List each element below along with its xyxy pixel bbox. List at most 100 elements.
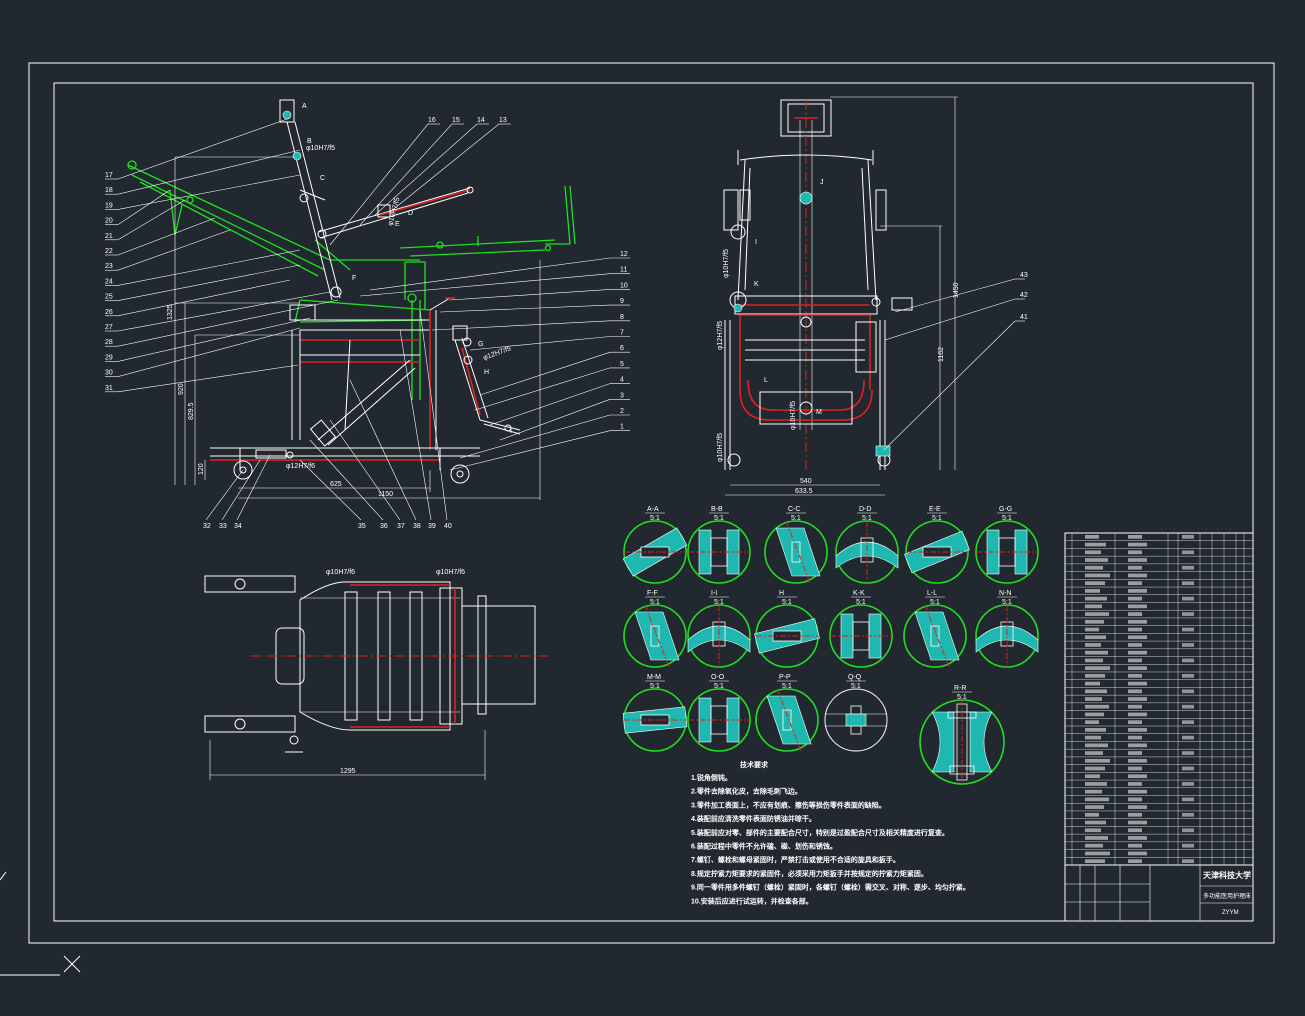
part-label: 30: [105, 370, 113, 377]
part-label: 9: [620, 298, 624, 305]
part-label: 31: [105, 385, 113, 392]
part-label: 41: [1020, 314, 1028, 321]
detail-scale: 5:1: [650, 683, 660, 690]
part-label: 34: [234, 523, 242, 530]
dim-side-height-a: 1325: [167, 304, 174, 320]
fit-annotation: φ10H7/f6: [436, 569, 465, 576]
part-label: 27: [105, 324, 113, 331]
fit-annotation: φ10H7/f5: [306, 145, 335, 152]
top-view: 1295 φ10H7/f6 φ10H7/f6: [204, 569, 548, 780]
detail-scale: 5:1: [714, 683, 724, 690]
ucs-icon: [0, 871, 81, 976]
view-letter: H: [484, 369, 489, 376]
part-label: 1: [620, 424, 624, 431]
detail-name: H: [779, 590, 784, 597]
detail-scale: 5:1: [856, 599, 866, 606]
part-label: 33: [219, 523, 227, 530]
view-letter: A: [302, 103, 307, 110]
detail-e-e: E-E5:1: [904, 506, 970, 584]
view-letter: M: [816, 409, 822, 416]
outer-frame: [28, 62, 1275, 944]
part-label: 18: [105, 187, 113, 194]
detail-name: C-C: [788, 506, 800, 513]
detail-scale: 5:1: [1002, 599, 1012, 606]
part-label: 42: [1020, 292, 1028, 299]
detail-scale: 5:1: [862, 515, 872, 522]
view-letter: C: [320, 175, 325, 182]
detail-scale: 5:1: [957, 694, 967, 701]
detail-c-c: C-C 5:1: [764, 506, 828, 584]
note-line: 6.装配过程中零件不允许磕、碰、划伤和锈蚀。: [691, 842, 837, 851]
detail-name: K-K: [853, 590, 865, 597]
detail-k-k: K-K 5:1: [829, 590, 893, 668]
part-label: 12: [620, 251, 628, 258]
detail-name: D-D: [859, 506, 871, 513]
detail-h: H5:1: [754, 590, 820, 668]
part-label: 35: [358, 523, 366, 530]
dim-front-outer: 633.5: [795, 488, 813, 495]
view-letter: I: [755, 239, 757, 246]
inner-frame: [53, 82, 1254, 922]
detail-scale: 5:1: [714, 515, 724, 522]
detail-name: A-A: [647, 506, 659, 513]
view-letter: K: [754, 281, 759, 288]
detail-m-m: M-M 5:1: [622, 674, 688, 752]
part-label: 13: [499, 117, 507, 124]
detail-scale: 5:1: [1002, 515, 1012, 522]
front-view: 540 633.5 1450 1162 J I K L M φ10H7/f5 φ…: [717, 96, 1028, 496]
detail-name: I-I: [711, 590, 717, 597]
view-letter: G: [478, 341, 483, 348]
detail-q-q: Q-Q5:1: [824, 674, 888, 752]
note-line: 1.锐角倒钝。: [691, 773, 732, 782]
note-line: 4.装配前应清洗零件表面防锈油并晾干。: [691, 814, 816, 823]
note-line: 10.安装后应进行试运转，并检查各部。: [691, 896, 813, 905]
fit-annotation: φ12H7/f5: [717, 321, 724, 350]
part-label: 22: [105, 248, 113, 255]
drawing-name: 多功能医用护理床: [1203, 892, 1251, 900]
detail-name: G-G: [999, 506, 1012, 513]
part-label: 26: [105, 309, 113, 316]
detail-scale: 5:1: [791, 515, 801, 522]
side-view: 1150 625 1325 920 829.5 120 φ10H7/f5 φ10…: [105, 99, 630, 530]
detail-scale: 5:1: [714, 599, 724, 606]
part-label: 24: [105, 278, 113, 285]
view-letter: I: [510, 428, 512, 435]
detail-name: L-L: [927, 590, 937, 597]
dim-side-height-c: 829.5: [188, 402, 195, 420]
fit-annotation: φ10H7/f5: [723, 249, 730, 278]
detail-r-r: R-R5:1: [919, 685, 1005, 785]
dim-side-width: 1150: [378, 491, 393, 498]
view-letter: E: [395, 221, 400, 228]
detail-b-b: B-B 5:1: [687, 506, 751, 584]
fit-annotation: φ12H7/f5: [482, 345, 512, 362]
detail-name: F-F: [647, 590, 658, 597]
detail-name: M-M: [647, 674, 661, 681]
parts-list-table: [1064, 532, 1254, 922]
part-label: 11: [620, 267, 627, 274]
part-label: 21: [105, 233, 113, 240]
seat-frame: [289, 297, 455, 450]
backrest-frame: [279, 99, 342, 301]
armrest: [317, 186, 474, 239]
part-label: 7: [620, 330, 624, 337]
view-letter: J: [820, 179, 824, 186]
dim-side-height-b: 920: [178, 383, 185, 395]
detail-p-p: P-P5:1: [755, 674, 819, 752]
part-label: 5: [620, 361, 624, 368]
note-line: 8.规定拧紧力矩要求的紧固件，必须采用力矩扳手并按规定的拧紧力矩紧固。: [691, 869, 928, 878]
part-label: 15: [452, 117, 460, 124]
part-label: 29: [105, 354, 113, 361]
note-line: 9.同一零件用多件螺钉（螺栓）紧固时，各螺钉（螺栓）需交叉、对称、逐步、均匀拧紧…: [691, 883, 970, 892]
part-label: 17: [105, 172, 113, 179]
detail-l-l: L-L5:1: [903, 590, 967, 668]
detail-scale: 5:1: [851, 683, 861, 690]
view-letter: F: [352, 275, 356, 282]
detail-scale: 5:1: [932, 515, 942, 522]
part-label: 3: [620, 392, 624, 399]
detail-name: B-B: [711, 506, 723, 513]
dim-front-height: 1450: [953, 282, 960, 298]
detail-a-a: A-A5:1: [622, 506, 688, 584]
fit-annotation: φ12H7/f6: [286, 463, 315, 470]
note-line: 3.零件加工表面上，不应有划痕、擦伤等损伤零件表面的缺陷。: [691, 800, 886, 809]
